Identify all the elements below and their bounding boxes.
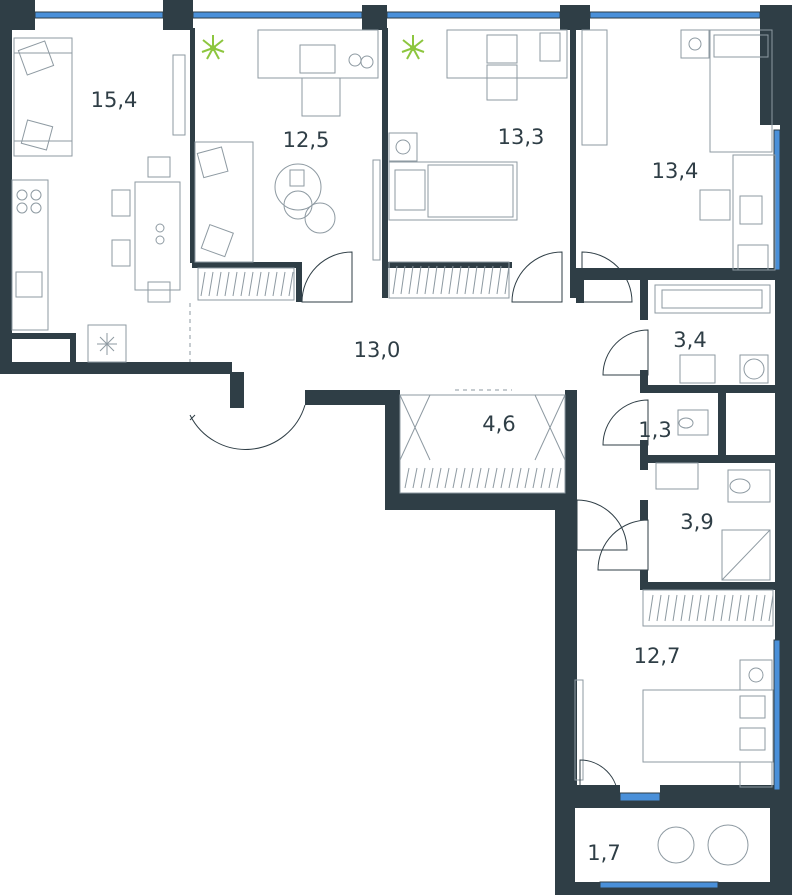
hatch-line xyxy=(216,271,222,297)
hatch-line xyxy=(524,467,530,489)
furniture xyxy=(11,29,776,866)
hatch-line xyxy=(408,265,414,295)
hatch-line xyxy=(424,265,430,295)
hatch-line xyxy=(712,594,718,622)
plant-icon xyxy=(401,35,425,60)
hatch-line xyxy=(436,467,442,489)
hatch-line xyxy=(648,594,654,622)
hatch-line xyxy=(288,271,294,297)
hatch-line xyxy=(768,594,774,622)
hatch-line xyxy=(752,594,758,622)
hatch-line xyxy=(504,265,510,295)
hatch-line xyxy=(680,594,686,622)
hatch-line xyxy=(500,467,506,489)
hatch-line xyxy=(264,271,270,297)
area-label-wardrobe: 4,6 xyxy=(482,412,515,436)
area-label-bedroom-1: 12,5 xyxy=(283,128,330,152)
hatch-line xyxy=(480,265,486,295)
hatch-line xyxy=(548,467,554,489)
hatch-line xyxy=(432,265,438,295)
hatch-line xyxy=(532,467,538,489)
hatch-line xyxy=(224,271,230,297)
hatch-line xyxy=(472,265,478,295)
hatch-line xyxy=(232,271,238,297)
hatch-line xyxy=(448,265,454,295)
hatch-line xyxy=(452,467,458,489)
hatch-line xyxy=(496,265,502,295)
hatch-line xyxy=(248,271,254,297)
hatch-line xyxy=(208,271,214,297)
hatch-line xyxy=(492,467,498,489)
hatch-line xyxy=(468,467,474,489)
hatch-line xyxy=(720,594,726,622)
hatch-line xyxy=(440,265,446,295)
hatch-line xyxy=(696,594,702,622)
hatch-line xyxy=(516,467,522,489)
hatch-line xyxy=(404,467,410,489)
area-label-bedroom-3: 13,4 xyxy=(652,159,699,183)
hatch-line xyxy=(400,265,406,295)
hatch-line xyxy=(672,594,678,622)
area-labels: 15,4 12,5 13,3 13,4 13,0 4,6 3,4 1,3 3,9… xyxy=(91,88,714,865)
hatch-line xyxy=(744,594,750,622)
area-label-living-kitchen: 15,4 xyxy=(91,88,138,112)
hatch-line xyxy=(200,271,206,297)
doors xyxy=(189,251,649,799)
hatch-line xyxy=(484,467,490,489)
area-label-bedroom-2: 13,3 xyxy=(498,125,545,149)
hatch-line xyxy=(508,467,514,489)
hatch-line xyxy=(728,594,734,622)
area-label-toilet: 1,3 xyxy=(638,418,671,442)
hatch-line xyxy=(460,467,466,489)
hatch-line xyxy=(412,467,418,489)
hatch-line xyxy=(428,467,434,489)
hatch-line xyxy=(464,265,470,295)
plants xyxy=(201,35,425,60)
area-label-bathroom-2: 3,9 xyxy=(680,510,713,534)
plant-icon xyxy=(201,35,225,60)
hatch-line xyxy=(488,265,494,295)
hatch-line xyxy=(704,594,710,622)
hatch-line xyxy=(240,271,246,297)
area-label-balcony: 1,7 xyxy=(587,841,620,865)
hatch-line xyxy=(256,271,262,297)
hatch-line xyxy=(476,467,482,489)
hatch-line xyxy=(556,467,562,489)
hatch-line xyxy=(420,467,426,489)
hatch-line xyxy=(280,271,286,297)
hatch-line xyxy=(272,271,278,297)
windows xyxy=(34,11,781,889)
area-label-bathroom-1: 3,4 xyxy=(673,328,706,352)
hatch-line xyxy=(540,467,546,489)
hatch-line xyxy=(392,265,398,295)
hatch-line xyxy=(736,594,742,622)
hatch-line xyxy=(456,265,462,295)
hatch-line xyxy=(688,594,694,622)
hatch-line xyxy=(416,265,422,295)
area-label-bedroom-4: 12,7 xyxy=(634,644,681,668)
wardrobe-hatching xyxy=(200,265,774,622)
hatch-line xyxy=(444,467,450,489)
hatch-line xyxy=(760,594,766,622)
hatch-line xyxy=(656,594,662,622)
area-label-hallway: 13,0 xyxy=(354,338,401,362)
hatch-line xyxy=(664,594,670,622)
